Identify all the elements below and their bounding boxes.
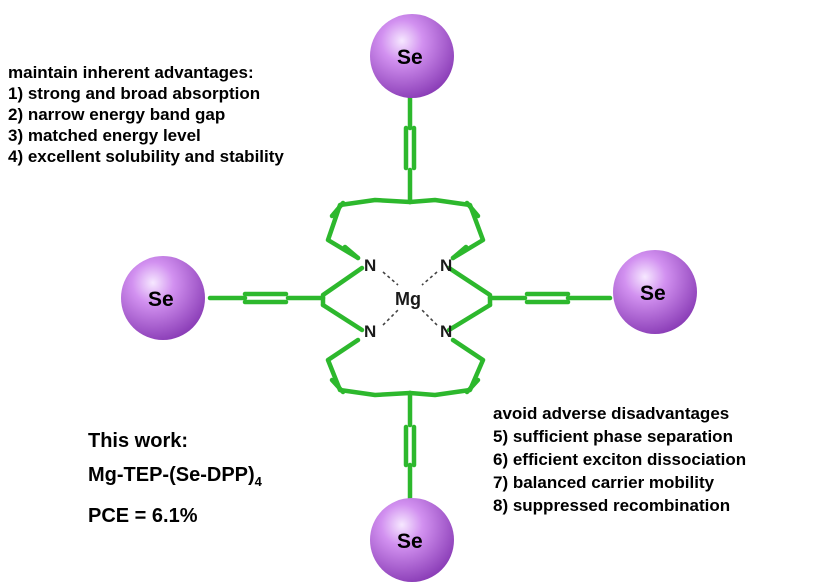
advantages-heading: maintain inherent advantages: (8, 63, 254, 82)
se-label-left: Se (148, 288, 174, 311)
this-work-label: This work: (88, 430, 189, 452)
advantage-item: 1) strong and broad absorption (8, 84, 261, 103)
disadvantage-item: 6) efficient exciton dissociation (493, 450, 747, 469)
nitrogen-atom-top-left: N (364, 256, 376, 275)
se-sphere-left: Se (121, 256, 205, 340)
advantage-item: 4) excellent solubility and stability (8, 147, 284, 166)
disadvantages-list: avoid adverse disadvantages 5) sufficien… (493, 402, 746, 517)
disadvantage-item: 5) sufficient phase separation (493, 427, 733, 446)
advantages-list: maintain inherent advantages: 1) strong … (8, 62, 284, 167)
se-sphere-bottom: Se (370, 498, 454, 582)
pce-value: PCE = 6.1% (88, 505, 198, 527)
se-label-right: Se (640, 282, 666, 305)
compound-name: Mg-TEP-(Se-DPP)4 (88, 458, 262, 499)
this-work-block: This work: Mg-TEP-(Se-DPP)4 PCE = 6.1% (88, 424, 262, 533)
se-label-top: Se (397, 46, 423, 69)
nitrogen-atom-top-right: N (440, 256, 452, 275)
disadvantage-item: 7) balanced carrier mobility (493, 473, 715, 492)
disadvantage-item: 8) suppressed recombination (493, 496, 731, 515)
magnesium-atom: Mg (395, 289, 421, 309)
advantage-item: 3) matched energy level (8, 126, 201, 145)
se-sphere-right: Se (613, 250, 697, 334)
disadvantages-heading: avoid adverse disadvantages (493, 404, 730, 423)
bond-framework (207, 87, 613, 503)
se-label-bottom: Se (397, 530, 423, 553)
compound-name-subscript: 4 (254, 474, 262, 489)
nitrogen-atom-bottom-left: N (364, 322, 376, 341)
compound-name-main: Mg-TEP-(Se-DPP) (88, 464, 255, 486)
nitrogen-atom-bottom-right: N (440, 322, 452, 341)
se-sphere-top: Se (370, 14, 454, 98)
advantage-item: 2) narrow energy band gap (8, 105, 226, 124)
